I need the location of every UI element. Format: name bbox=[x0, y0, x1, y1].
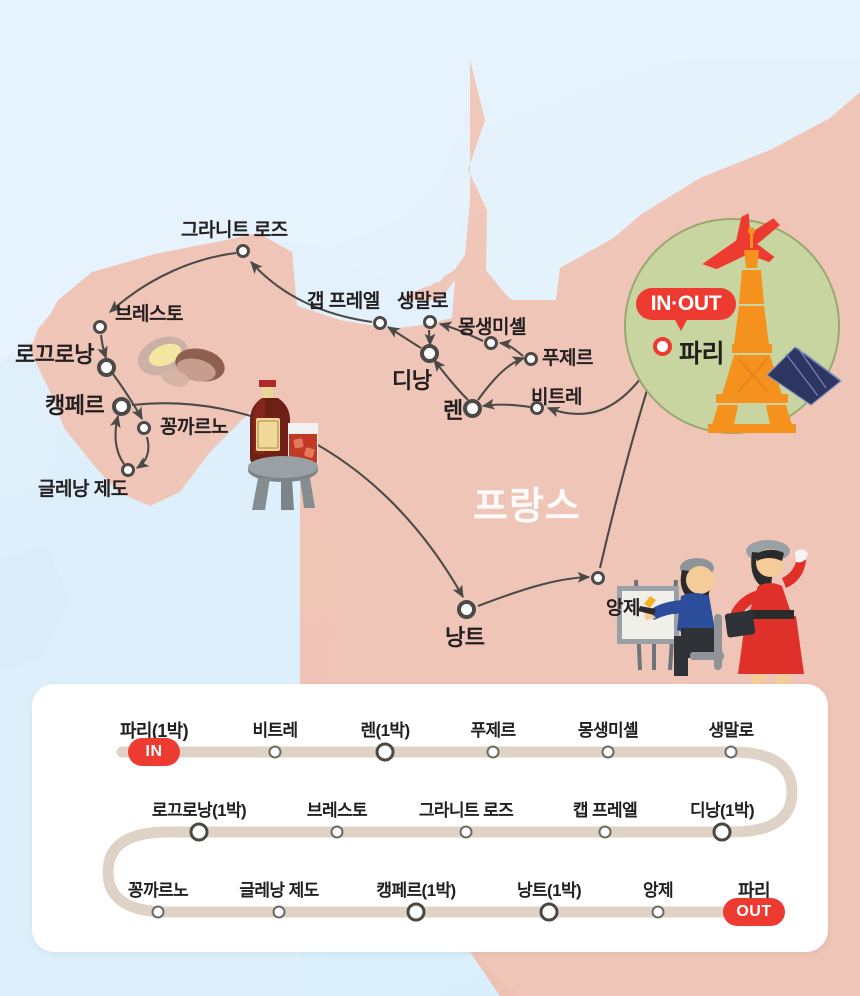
itinerary-stop-node bbox=[151, 905, 165, 919]
eiffel-tower-icon bbox=[708, 227, 796, 433]
itinerary-stop-node bbox=[272, 905, 286, 919]
map-city-label: 꽁까르노 bbox=[160, 417, 228, 438]
map-city-node bbox=[236, 244, 250, 258]
itinerary-stop-label: 생말로 bbox=[708, 721, 754, 740]
itinerary-stop-label: 글레낭 제도 bbox=[239, 881, 319, 900]
map-city-label: 갭 프레엘 bbox=[307, 291, 380, 312]
map-city-node bbox=[530, 401, 544, 415]
itinerary-stop-node bbox=[486, 745, 500, 759]
itinerary-terminal-badge: OUT bbox=[723, 898, 785, 926]
map-city-node bbox=[121, 463, 135, 477]
itinerary-stop-node bbox=[375, 742, 395, 762]
itinerary-stop-label: 캥페르(1박) bbox=[376, 881, 456, 900]
itinerary-stop-label: 파리 bbox=[738, 881, 771, 901]
map-city-label: 생말로 bbox=[397, 291, 448, 312]
map-city-label: 렌 bbox=[443, 398, 463, 423]
map-city-node bbox=[524, 352, 538, 366]
itinerary-stop-label: 그라니트 로즈 bbox=[418, 801, 514, 820]
map-city-node bbox=[373, 316, 387, 330]
map-city-label: 비트레 bbox=[531, 387, 582, 408]
map-city-label: 디낭 bbox=[392, 368, 432, 393]
painter-icon bbox=[617, 558, 724, 676]
paris-map-label: 파리 bbox=[679, 340, 725, 368]
itinerary-track bbox=[102, 746, 798, 918]
map-city-node bbox=[93, 320, 107, 334]
itinerary-stop-node bbox=[651, 905, 665, 919]
map-city-node bbox=[111, 396, 131, 416]
map-city-node bbox=[137, 421, 151, 435]
airplane-icon bbox=[702, 213, 780, 270]
itinerary-stop-node bbox=[459, 825, 473, 839]
inout-badge-pointer bbox=[674, 318, 688, 331]
map-city-node bbox=[484, 336, 498, 350]
map-city-node bbox=[462, 398, 482, 418]
map-city-node bbox=[96, 357, 116, 377]
paris-inout-badge: IN·OUT bbox=[636, 288, 736, 320]
map-city-label: 낭트 bbox=[445, 625, 485, 650]
map-city-label: 글레낭 제도 bbox=[38, 479, 128, 500]
itinerary-stop-label: 푸제르 bbox=[470, 721, 516, 740]
itinerary-stop-label: 몽생미셸 bbox=[577, 721, 639, 740]
dolmen-icon bbox=[248, 456, 318, 510]
itinerary-stop-node bbox=[601, 745, 615, 759]
itinerary-terminal-badge: IN bbox=[128, 738, 180, 766]
itinerary-stop-node bbox=[406, 902, 426, 922]
map-city-node bbox=[423, 315, 437, 329]
itinerary-stop-label: 브레스토 bbox=[306, 801, 368, 820]
itinerary-stop-node bbox=[189, 822, 209, 842]
map-city-label: 그라니트 로즈 bbox=[181, 220, 288, 241]
paris-map-marker bbox=[653, 337, 672, 356]
map-city-label: 캥페르 bbox=[45, 393, 105, 418]
itinerary-stop-node bbox=[724, 745, 738, 759]
oyster-icon bbox=[137, 336, 225, 387]
map-city-label: 브레스토 bbox=[115, 304, 183, 325]
itinerary-stop-node bbox=[330, 825, 344, 839]
map-city-label: 푸제르 bbox=[542, 348, 593, 369]
map-city-node bbox=[456, 599, 476, 619]
itinerary-stop-label: 비트레 bbox=[252, 721, 298, 740]
itinerary-stop-label: 디낭(1박) bbox=[689, 801, 755, 820]
itinerary-stop-label: 캡 프레엘 bbox=[572, 801, 638, 820]
itinerary-stop-label: 파리(1박) bbox=[119, 721, 189, 741]
map-city-label: 앙제 bbox=[606, 598, 640, 619]
itinerary-stop-label: 앙제 bbox=[642, 881, 674, 900]
map-city-node bbox=[591, 571, 605, 585]
country-label: 프랑스 bbox=[473, 486, 581, 528]
cognac-bottle-icon bbox=[250, 380, 318, 465]
map-city-node bbox=[419, 343, 439, 363]
itinerary-stop-node bbox=[712, 822, 732, 842]
map-city-label: 몽생미셸 bbox=[458, 317, 526, 338]
itinerary-stop-node bbox=[268, 745, 282, 759]
woman-in-red-icon bbox=[724, 540, 808, 696]
itinerary-stop-label: 낭트(1박) bbox=[516, 881, 582, 900]
itinerary-stop-node bbox=[598, 825, 612, 839]
itinerary-stop-label: 꽁까르노 bbox=[127, 881, 189, 900]
itinerary-stop-node bbox=[539, 902, 559, 922]
map-city-label: 로끄로낭 bbox=[15, 342, 94, 367]
itinerary-stop-label: 렌(1박) bbox=[360, 721, 410, 740]
itinerary-stop-label: 로끄로낭(1박) bbox=[151, 801, 247, 820]
louvre-pyramid-icon bbox=[766, 346, 842, 406]
